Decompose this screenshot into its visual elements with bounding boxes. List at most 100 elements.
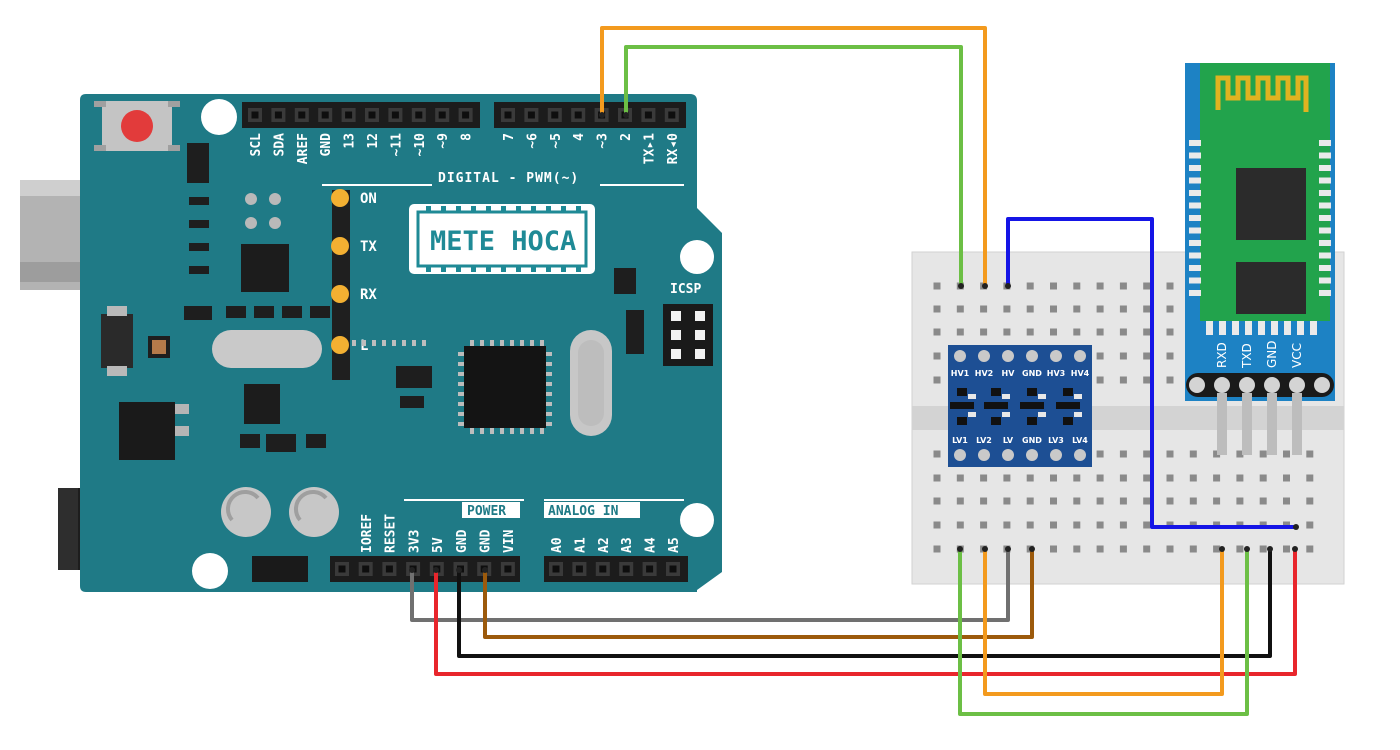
icsp-pin[interactable]: [671, 349, 681, 359]
breadboard-hole[interactable]: [1213, 545, 1221, 553]
breadboard-hole[interactable]: [1096, 497, 1104, 505]
breadboard-hole[interactable]: [1026, 521, 1034, 529]
level-shifter-pin[interactable]: [978, 449, 990, 461]
breadboard-hole[interactable]: [1026, 328, 1034, 336]
breadboard-hole[interactable]: [1096, 474, 1104, 482]
breadboard-hole[interactable]: [1236, 497, 1244, 505]
breadboard-hole[interactable]: [1003, 521, 1011, 529]
breadboard-hole[interactable]: [1166, 450, 1174, 458]
header-pin[interactable]: [345, 111, 353, 119]
breadboard-hole[interactable]: [956, 328, 964, 336]
breadboard-hole[interactable]: [933, 450, 941, 458]
level-shifter-pin[interactable]: [1002, 350, 1014, 362]
header-pin[interactable]: [668, 111, 676, 119]
level-shifter-pin[interactable]: [1050, 449, 1062, 461]
breadboard-hole[interactable]: [1143, 352, 1151, 360]
breadboard-hole[interactable]: [1283, 497, 1290, 505]
breadboard-hole[interactable]: [1119, 352, 1127, 360]
breadboard-hole[interactable]: [933, 474, 941, 482]
hc05-pin[interactable]: [1239, 377, 1255, 393]
hc05-header[interactable]: [1186, 373, 1334, 455]
breadboard-hole[interactable]: [1166, 328, 1174, 336]
header-pin[interactable]: [274, 111, 282, 119]
icsp-header[interactable]: [663, 304, 713, 366]
breadboard-hole[interactable]: [1096, 376, 1104, 384]
breadboard-hole[interactable]: [956, 497, 964, 505]
breadboard-hole[interactable]: [1096, 450, 1104, 458]
breadboard-hole[interactable]: [1306, 521, 1314, 529]
breadboard-hole[interactable]: [1026, 497, 1034, 505]
breadboard-hole[interactable]: [1119, 282, 1127, 290]
breadboard-hole[interactable]: [933, 282, 941, 290]
breadboard-hole[interactable]: [1003, 497, 1011, 505]
header-pin[interactable]: [321, 111, 329, 119]
breadboard-hole[interactable]: [1050, 305, 1057, 313]
breadboard-hole[interactable]: [1073, 282, 1081, 290]
breadboard-hole[interactable]: [1119, 305, 1127, 313]
level-shifter-pin[interactable]: [1026, 449, 1038, 461]
header-pin[interactable]: [669, 565, 677, 573]
breadboard-hole[interactable]: [1259, 545, 1267, 553]
breadboard-hole[interactable]: [1143, 282, 1151, 290]
breadboard-hole[interactable]: [1283, 450, 1290, 458]
breadboard-hole[interactable]: [1236, 450, 1244, 458]
icsp-pin[interactable]: [671, 311, 681, 321]
breadboard-hole[interactable]: [1259, 497, 1267, 505]
breadboard-hole[interactable]: [1143, 376, 1151, 384]
breadboard-hole[interactable]: [1213, 450, 1221, 458]
breadboard-hole[interactable]: [1073, 521, 1081, 529]
header-pin[interactable]: [575, 565, 583, 573]
breadboard-hole[interactable]: [1096, 328, 1104, 336]
breadboard-hole[interactable]: [1166, 282, 1174, 290]
breadboard-hole[interactable]: [1096, 305, 1104, 313]
breadboard-hole[interactable]: [1050, 474, 1057, 482]
breadboard-hole[interactable]: [1026, 474, 1034, 482]
breadboard-hole[interactable]: [1073, 497, 1081, 505]
breadboard-hole[interactable]: [933, 376, 941, 384]
breadboard-hole[interactable]: [1096, 545, 1104, 553]
breadboard-hole[interactable]: [1119, 450, 1127, 458]
header-pin[interactable]: [298, 111, 306, 119]
breadboard-hole[interactable]: [1143, 474, 1151, 482]
breadboard-hole[interactable]: [1096, 352, 1104, 360]
header-pin[interactable]: [462, 111, 470, 119]
header-pin[interactable]: [599, 565, 607, 573]
breadboard-hole[interactable]: [1166, 305, 1174, 313]
header-pin[interactable]: [622, 565, 630, 573]
breadboard-hole[interactable]: [1026, 305, 1034, 313]
breadboard-hole[interactable]: [1119, 545, 1127, 553]
power-header[interactable]: [330, 556, 520, 582]
level-shifter-pin[interactable]: [954, 350, 966, 362]
breadboard-hole[interactable]: [1166, 376, 1174, 384]
breadboard-hole[interactable]: [1003, 305, 1011, 313]
breadboard-hole[interactable]: [1189, 450, 1197, 458]
header-pin[interactable]: [504, 565, 512, 573]
breadboard-hole[interactable]: [1073, 328, 1081, 336]
header-pin[interactable]: [391, 111, 399, 119]
icsp-pin[interactable]: [695, 311, 705, 321]
header-pin[interactable]: [251, 111, 259, 119]
breadboard-hole[interactable]: [1003, 474, 1011, 482]
level-shifter-pin[interactable]: [1074, 449, 1086, 461]
breadboard-hole[interactable]: [1050, 497, 1057, 505]
header-pin[interactable]: [368, 111, 376, 119]
level-shifter-pin[interactable]: [1074, 350, 1086, 362]
breadboard-hole[interactable]: [1306, 497, 1314, 505]
hc05-pin[interactable]: [1189, 377, 1205, 393]
breadboard-hole[interactable]: [1050, 545, 1057, 553]
breadboard-hole[interactable]: [1259, 450, 1267, 458]
breadboard-hole[interactable]: [933, 545, 941, 553]
analog-header[interactable]: [544, 556, 688, 582]
header-pin[interactable]: [415, 111, 423, 119]
breadboard-hole[interactable]: [1096, 282, 1104, 290]
header-pin[interactable]: [527, 111, 535, 119]
level-shifter-pin[interactable]: [978, 350, 990, 362]
breadboard-hole[interactable]: [980, 305, 988, 313]
breadboard-hole[interactable]: [1306, 450, 1314, 458]
breadboard-hole[interactable]: [933, 497, 941, 505]
breadboard-hole[interactable]: [1213, 497, 1221, 505]
breadboard-hole[interactable]: [1050, 328, 1057, 336]
breadboard-hole[interactable]: [933, 305, 941, 313]
level-shifter-pin[interactable]: [1050, 350, 1062, 362]
level-shifter-pin[interactable]: [1002, 449, 1014, 461]
